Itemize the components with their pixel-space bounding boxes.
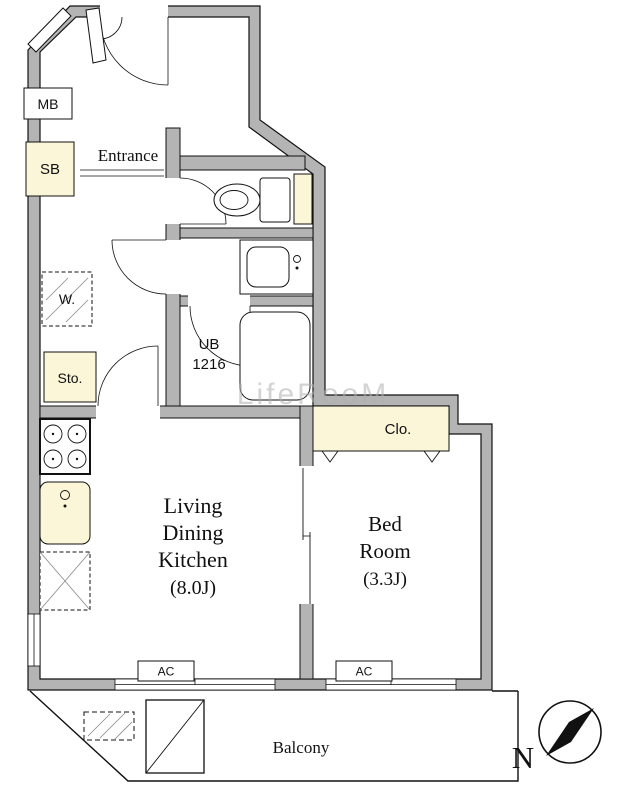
kitchen-drain-dot: [63, 504, 67, 508]
label-ub-line1: UB: [199, 336, 220, 353]
label-closet: Clo.: [385, 421, 412, 438]
compass: [538, 700, 602, 764]
label-ldk-line1: Living: [164, 493, 223, 518]
bath-door-arc: [189, 305, 251, 367]
balcony: [29, 690, 519, 782]
burner-dot: [51, 432, 55, 436]
washroom-door-arc: [111, 239, 167, 295]
washer-space: [41, 271, 93, 327]
opening-bath-door: [188, 294, 250, 308]
label-ldk-line2: Dining: [162, 520, 223, 545]
shoe-box: [25, 141, 75, 197]
compass-needle: [546, 708, 594, 756]
vanity: [239, 239, 314, 295]
washer-hatch-2: [45, 277, 69, 301]
label-bed-size: (3.3J): [363, 569, 407, 590]
label-ub-line2: 1216: [192, 356, 225, 373]
ac-box-ldk: [137, 660, 195, 682]
wall-toilet-washroom: [179, 227, 314, 239]
balcony-hatch-1: [87, 713, 111, 737]
balcony-equipment-box: [145, 699, 205, 774]
meter-box: [23, 87, 73, 120]
label-ac-bedroom: AC: [356, 665, 373, 679]
burner-dot: [51, 457, 55, 461]
toilet-side-cabinet: [293, 173, 313, 225]
label-mb: MB: [38, 96, 59, 112]
wall-toilet-north: [179, 155, 306, 171]
opening-ldk-door: [96, 404, 160, 420]
watermark-text: LifeRooM: [237, 378, 389, 411]
opening-washroom-door: [164, 240, 182, 294]
label-ldk-size: (8.0J): [170, 577, 216, 599]
toilet-fixture: [213, 173, 313, 225]
equipment-diagonal: [145, 699, 205, 774]
vanity-faucet-icon: [293, 255, 301, 263]
label-ac-ldk: AC: [158, 665, 175, 679]
label-sb: SB: [40, 161, 60, 178]
stove: [39, 418, 91, 475]
kitchen-sink: [39, 481, 91, 545]
burner-dot: [75, 457, 79, 461]
fridge-cross-2: [39, 551, 91, 611]
burner-icon: [67, 424, 87, 444]
kitchen-faucet-icon: [60, 490, 70, 500]
window-left-wall: [27, 613, 41, 667]
storage-box: [43, 351, 97, 403]
toilet-seat: [219, 190, 249, 210]
label-storage: Sto.: [58, 370, 83, 386]
bathtub: [239, 311, 311, 401]
burner-dot: [75, 432, 79, 436]
closet: [312, 405, 450, 463]
hanger-mark-right: [423, 450, 441, 463]
washer-hatch-1: [45, 277, 89, 321]
hanger-mark-left: [321, 450, 339, 463]
burner-icon: [43, 449, 63, 469]
fridge-space: [39, 551, 91, 611]
label-washer: W.: [59, 291, 75, 307]
kitchen-counter: [39, 418, 91, 611]
entrance-door-leaf-open-child: [85, 7, 107, 64]
opening-toilet-door: [164, 178, 182, 224]
label-entrance: Entrance: [98, 146, 158, 165]
balcony-hatch-box: [83, 711, 135, 741]
ldk-door-arc: [97, 345, 159, 407]
balcony-hatch-3: [113, 721, 133, 741]
label-north: N: [512, 740, 534, 775]
burner-icon: [43, 424, 63, 444]
closet-box: [312, 405, 450, 452]
toilet-door-arc: [179, 177, 227, 225]
label-balcony: Balcony: [273, 738, 330, 757]
balcony-hatch-outline: [83, 711, 135, 741]
washer-hatch-3: [65, 299, 89, 323]
toilet-tank: [259, 177, 291, 223]
opening-entrance-door: [100, 5, 168, 18]
vanity-drain-dot: [295, 266, 299, 270]
opening-sliding-door: [298, 466, 315, 604]
balcony-hatch-2: [99, 711, 127, 739]
label-bed-line2: Room: [359, 539, 410, 563]
balcony-railing: [29, 690, 519, 782]
toilet-bowl: [213, 183, 261, 217]
entrance-door-leaf-open-main: [27, 7, 72, 53]
label-ldk-line3: Kitchen: [158, 547, 228, 572]
window-ldk: [114, 678, 276, 691]
burner-icon: [67, 449, 87, 469]
label-bed-line1: Bed: [368, 512, 402, 536]
ac-box-bedroom: [335, 660, 393, 682]
vanity-sink: [246, 246, 290, 288]
